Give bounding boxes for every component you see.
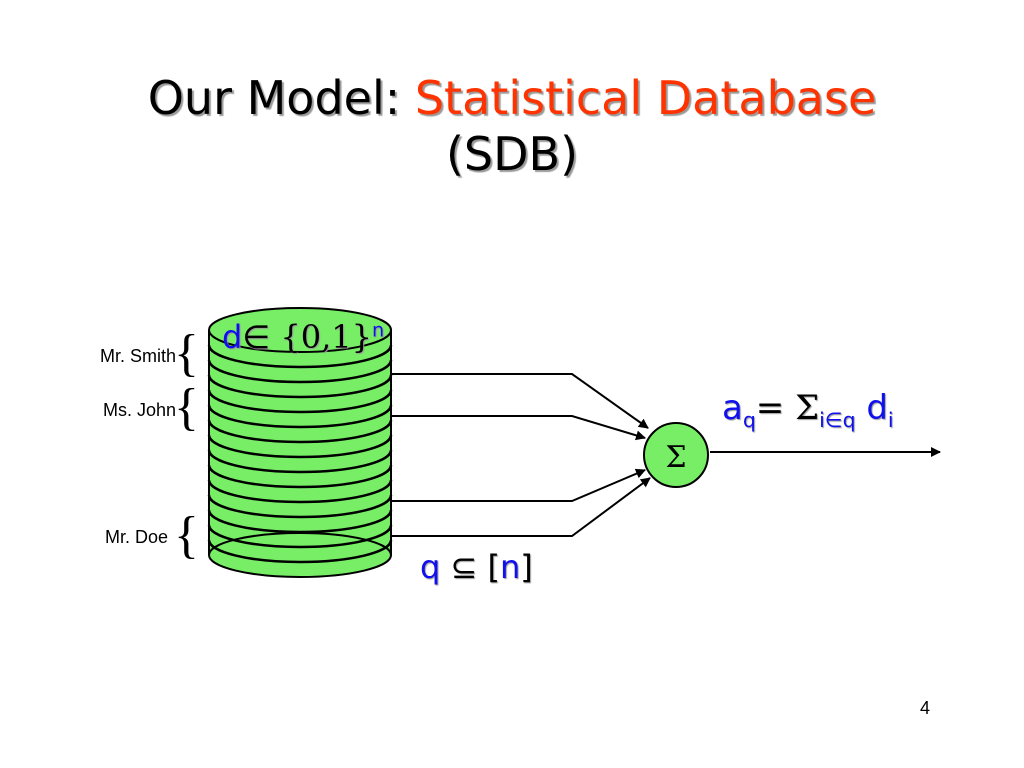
query-line-1 bbox=[392, 373, 649, 429]
record-label-smith: Mr. Smith bbox=[99, 346, 176, 366]
disk-ridge-11 bbox=[207, 509, 393, 534]
brace-doe: { bbox=[174, 507, 199, 564]
disk-ridge-5 bbox=[207, 419, 393, 444]
brace-john: { bbox=[174, 379, 199, 436]
disk-ridge-2 bbox=[207, 374, 393, 399]
disk-ridge-12 bbox=[207, 524, 393, 549]
sum-node bbox=[643, 422, 709, 488]
disk-ridge-13 bbox=[207, 539, 393, 564]
record-label-john: Ms. John bbox=[102, 400, 176, 420]
db-domain-label: d∈ {0,1}n bbox=[222, 318, 385, 356]
query-line-3 bbox=[392, 468, 646, 502]
database-cylinder bbox=[207, 307, 393, 578]
title-accent: Statistical Database bbox=[414, 71, 877, 125]
disk-ridge-1 bbox=[207, 359, 393, 384]
query-lines bbox=[392, 373, 651, 537]
disk-ridge-9 bbox=[207, 479, 393, 504]
page-number: 4 bbox=[920, 698, 931, 718]
disk-ridge-0 bbox=[207, 344, 393, 369]
query-line-4 bbox=[392, 477, 651, 537]
disk-ridge-4 bbox=[207, 404, 393, 429]
sum-symbol: Σ bbox=[665, 440, 686, 475]
disk-ridge-7 bbox=[207, 449, 393, 474]
query-line-2 bbox=[392, 415, 646, 441]
disk-ridge-3 bbox=[207, 389, 393, 414]
answer-formula: aq= Σi∈q di bbox=[722, 388, 894, 432]
title-suffix: (SDB) bbox=[445, 127, 579, 181]
title-prefix: Our Model: bbox=[147, 71, 415, 125]
query-formula: q ⊆ [n] bbox=[420, 548, 533, 586]
cylinder-top bbox=[208, 307, 392, 353]
slide-title: Our Model: Statistical Database (SDB) bbox=[0, 70, 1024, 182]
disk-ridge-10 bbox=[207, 494, 393, 519]
brace-smith: { bbox=[174, 325, 199, 382]
disk-ridge-8 bbox=[207, 464, 393, 489]
record-label-doe: Mr. Doe bbox=[104, 527, 168, 547]
disk-ridge-6 bbox=[207, 434, 393, 459]
